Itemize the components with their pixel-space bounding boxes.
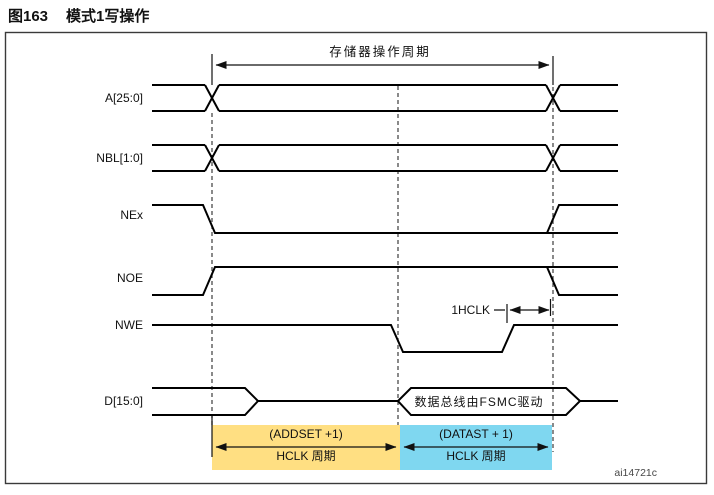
figure-number: 图163 [8,8,49,25]
signal-a-waveform [152,84,618,112]
datast-duration-line2: HCLK 周期 [446,449,506,463]
signal-noe-waveform [152,266,618,296]
signal-nex-waveform [152,204,618,234]
data-bus-annotation: 数据总线由FSMC驱动 [414,395,544,409]
signal-label-nex: NEx [120,208,143,222]
memory-cycle-label: 存储器操作周期 [329,45,431,59]
hclk-annotation-label: 1HCLK [451,303,490,317]
tick-marks [211,54,554,457]
signal-nbl-waveform [152,144,618,172]
signal-d-waveform [152,387,618,416]
signal-nwe-waveform [152,324,618,353]
hclk-annotation-ticks [494,299,552,323]
signal-label-d: D[15:0] [104,394,143,408]
figure-caption: 模式1写操作 [66,8,150,25]
signal-label-a: A[25:0] [104,91,143,105]
addset-duration-line1: (ADDSET +1) [269,427,343,441]
signal-label-nwe: NWE [115,318,143,332]
addset-duration-line2: HCLK 周期 [276,449,336,463]
signal-label-nbl: NBL[1:0] [96,151,143,165]
figure-title: 图163 模式1写操作 [8,5,149,26]
dashed-guides [211,86,554,452]
signal-label-noe: NOE [116,271,143,285]
diagram-frame [4,31,708,485]
figure-watermark: ai14721c [614,467,657,479]
datast-duration-line1: (DATAST + 1) [439,427,513,441]
